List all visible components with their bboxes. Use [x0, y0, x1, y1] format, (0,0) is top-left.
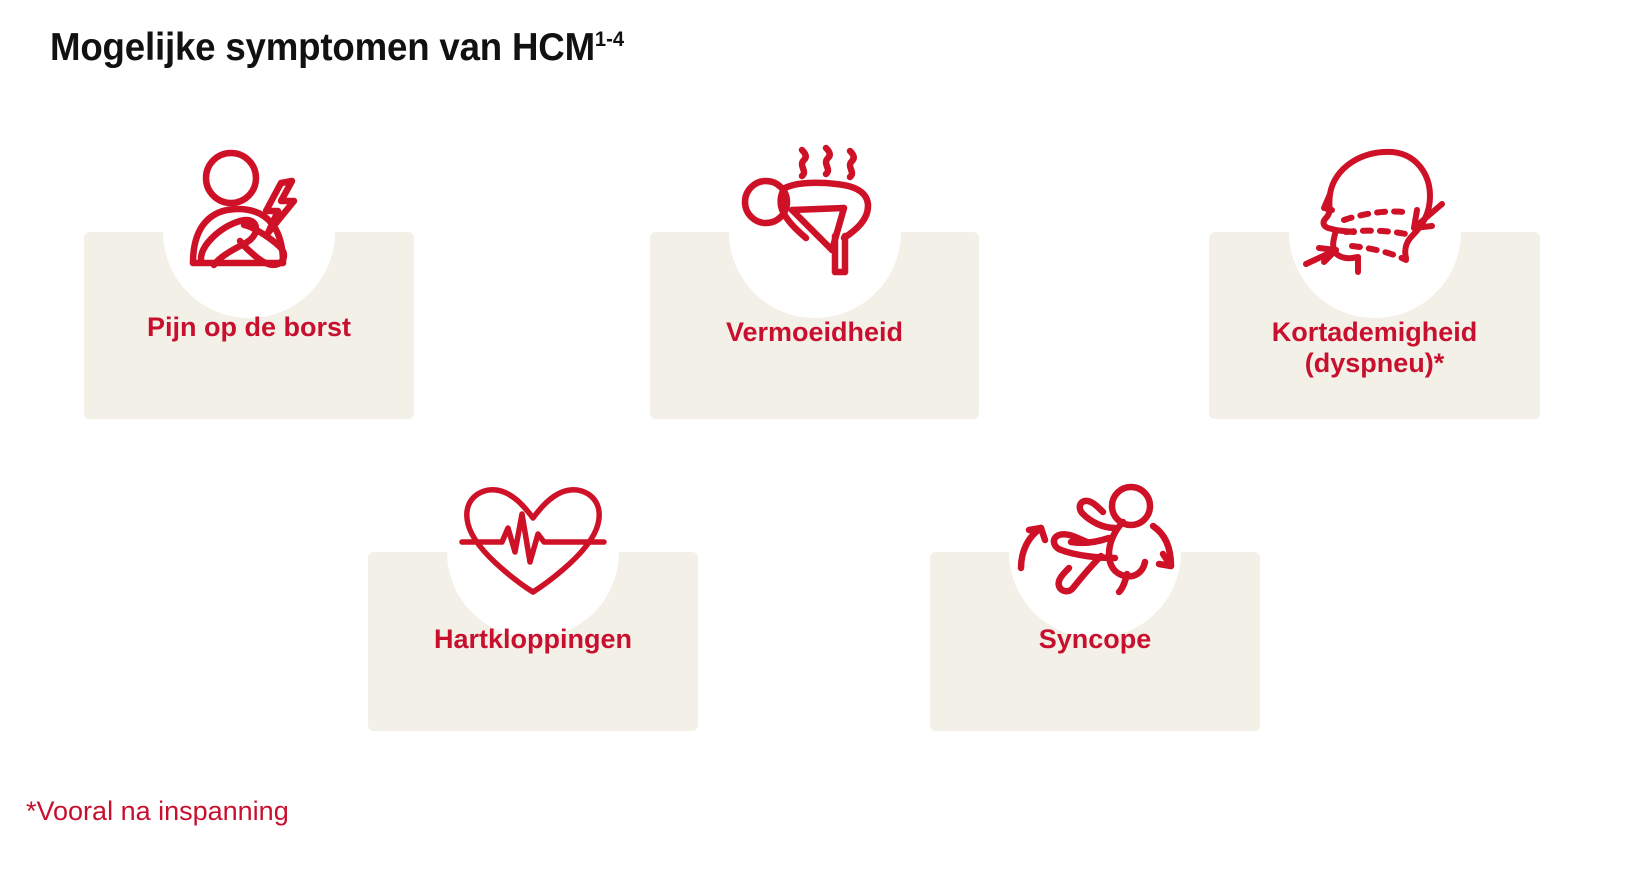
symptom-card-dyspnea[interactable]: Kortademigheid (dyspneu)* — [1209, 148, 1540, 419]
person-chest-pain-icon — [174, 149, 324, 269]
symptom-card-syncope[interactable]: Syncope — [930, 483, 1260, 731]
heart-pulse-icon — [458, 484, 608, 599]
page-title-superscript: 1-4 — [594, 27, 625, 51]
symptom-card-palpitations[interactable]: Hartkloppingen — [368, 487, 698, 731]
footnote-text: *Vooral na inspanning — [26, 796, 289, 826]
symptom-card-chest-pain[interactable]: Pijn op de borst — [84, 149, 414, 419]
symptom-card-fatigue[interactable]: Vermoeidheid — [650, 144, 979, 419]
symptom-card-label: Syncope — [1038, 624, 1152, 654]
symptom-card-label: Vermoeidheid — [725, 317, 904, 347]
symptom-card-label: Hartkloppingen — [433, 624, 632, 654]
falling-person-icon — [1015, 483, 1175, 604]
page-title-text: Mogelijke symptomen van HCM — [50, 26, 595, 69]
symptom-card-label: Kortademigheid (dyspneu)* — [1271, 317, 1478, 379]
breathing-head-profile-icon — [1300, 146, 1450, 276]
page-title: Mogelijke symptomen van HCM1-4 — [50, 26, 624, 70]
symptom-card-label: Pijn op de borst — [146, 312, 351, 342]
exhausted-person-icon — [740, 144, 890, 276]
